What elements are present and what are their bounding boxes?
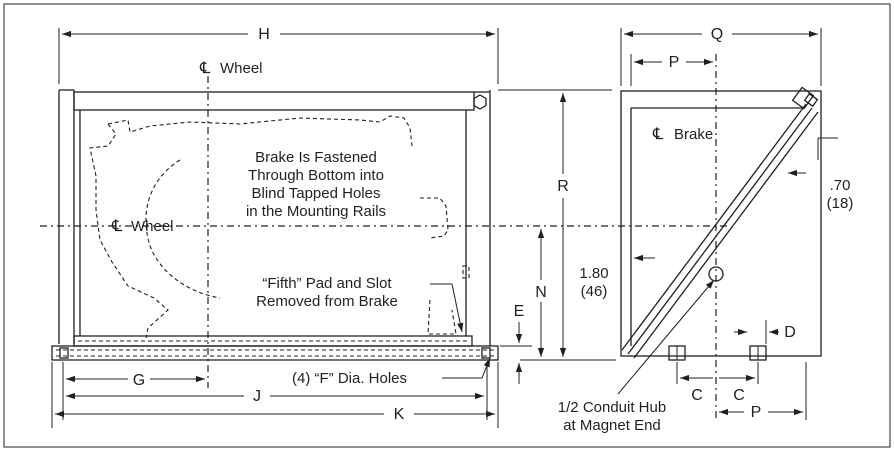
dim-C-left: C	[691, 387, 703, 404]
dim-J: J	[253, 388, 261, 405]
svg-text:Blind Tapped Holes: Blind Tapped Holes	[252, 185, 381, 202]
right-view	[620, 54, 822, 420]
dim-Q: Q	[711, 26, 723, 43]
dim-R: R	[557, 178, 569, 195]
dim-D: D	[784, 324, 796, 341]
cl-symbol-top: ℄	[199, 60, 211, 77]
conduit-leader	[617, 279, 715, 395]
svg-text:1/2 Conduit Hub: 1/2 Conduit Hub	[558, 399, 666, 416]
cl-brake-label: Brake	[674, 126, 713, 143]
svg-text:at Magnet End: at Magnet End	[563, 417, 661, 434]
dim-070: .70	[830, 177, 851, 194]
dim-P-top: P	[669, 54, 680, 71]
frame-border	[3, 3, 891, 448]
brake-housing	[620, 90, 822, 357]
dim-N: N	[535, 284, 547, 301]
fifth-pad-leader	[430, 283, 464, 333]
dim-H: H	[258, 26, 270, 43]
cl-symbol-mid: ℄	[111, 218, 123, 235]
cl-symbol-brake: ℄	[652, 126, 664, 143]
svg-text:Brake Is Fastened: Brake Is Fastened	[255, 149, 377, 166]
svg-text:Through Bottom into: Through Bottom into	[248, 167, 384, 184]
fasten-note: Brake Is Fastened Through Bottom into Bl…	[246, 149, 386, 220]
dim-K: K	[394, 406, 405, 423]
mounting-rail	[51, 345, 499, 361]
hidden-outline-left	[89, 123, 169, 339]
dim-070-mm: (18)	[827, 195, 854, 212]
svg-text:in the Mounting Rails: in the Mounting Rails	[246, 203, 386, 220]
dim-P-bottom: P	[751, 404, 762, 421]
dim-180: 1.80	[579, 265, 608, 282]
holes-leader	[442, 357, 491, 379]
fifth-pad-note: “Fifth” Pad and Slot Removed from Brake	[256, 275, 398, 310]
dim-G: G	[133, 372, 145, 389]
cl-wheel-mid-label: Wheel	[131, 218, 174, 235]
left-view	[40, 76, 730, 388]
magnet-arm	[621, 103, 807, 351]
conduit-note: 1/2 Conduit Hub at Magnet End	[558, 399, 666, 434]
cl-wheel-top-label: Wheel	[220, 60, 263, 77]
svg-text:Removed from Brake: Removed from Brake	[256, 293, 398, 310]
base-plate	[73, 335, 473, 347]
dim-E: E	[514, 303, 525, 320]
holes-note: (4) “F” Dia. Holes	[292, 370, 407, 387]
dim-180-mm: (46)	[581, 283, 608, 300]
dim-C-right: C	[733, 387, 745, 404]
hex-nut	[473, 94, 487, 110]
top-rail	[73, 91, 475, 111]
svg-text:“Fifth” Pad and Slot: “Fifth” Pad and Slot	[262, 275, 392, 292]
hidden-outline-top	[107, 115, 413, 147]
